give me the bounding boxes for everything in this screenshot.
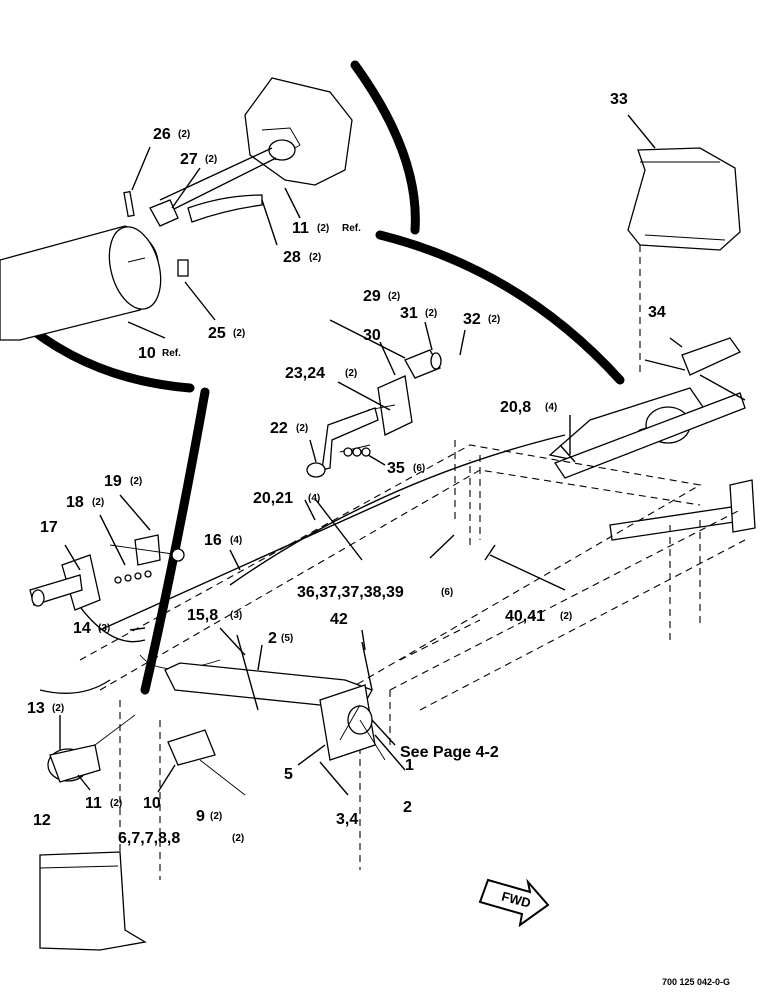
- callout-13: 13: [27, 700, 45, 717]
- qty-13: (2): [52, 703, 64, 714]
- callout-9: 9: [196, 808, 205, 825]
- qty-9: (2): [210, 811, 222, 822]
- qty-6-8: (2): [232, 833, 244, 844]
- callout-42: 42: [330, 611, 348, 628]
- callout-19: 19: [104, 473, 122, 490]
- qty-11-lower: (2): [110, 798, 122, 809]
- qty-31: (2): [425, 308, 437, 319]
- qty-23-24: (2): [345, 368, 357, 379]
- detail-small-parts: [123, 190, 263, 277]
- callout-10-detail: 10: [138, 345, 156, 362]
- callout-2-upper: 2: [268, 630, 277, 647]
- callout-16: 16: [204, 532, 222, 549]
- callout-28: 28: [283, 249, 301, 266]
- upper-bracket-group: [306, 349, 442, 478]
- detail-leaders: [127, 146, 301, 339]
- qty-20-8-upper: (4): [545, 402, 557, 413]
- qty-20-21: (4): [308, 493, 320, 504]
- callout-35: 35: [387, 460, 405, 477]
- callout-31: 31: [400, 305, 418, 322]
- callout-25: 25: [208, 325, 226, 342]
- callout-27: 27: [180, 151, 198, 168]
- callout-15-8: 15,8: [187, 607, 218, 624]
- qty-36-39: (6): [441, 587, 453, 598]
- qty-2: (5): [281, 633, 293, 644]
- qty-32: (2): [488, 314, 500, 325]
- callout-11-detail: 11: [292, 220, 309, 237]
- callout-20-8-upper: 20,8: [500, 399, 531, 416]
- detail-circle-outline: [15, 60, 625, 695]
- ref-10-detail: Ref.: [162, 348, 181, 359]
- ref-11-detail: Ref.: [342, 223, 361, 234]
- callout-40-41: 40,41: [505, 608, 545, 625]
- callout-3-4: 3,4: [336, 811, 358, 828]
- qty-35: (6): [413, 463, 425, 474]
- main-lever-assembly: [164, 662, 386, 761]
- qty-18: (2): [92, 497, 104, 508]
- callout-14: 14: [73, 620, 91, 637]
- qty-40-41: (2): [560, 611, 572, 622]
- qty-15-8: (3): [230, 610, 242, 621]
- callout-labels: 33 34 26 (2) 27 (2) 11 (2) Ref. 28 (2) 2…: [27, 91, 730, 987]
- qty-19: (2): [130, 476, 142, 487]
- callout-20-21: 20,21: [253, 490, 293, 507]
- fwd-label: FWD: [500, 889, 532, 911]
- callout-22: 22: [270, 420, 288, 437]
- qty-26: (2): [178, 129, 190, 140]
- lower-left-assembly: [39, 679, 246, 796]
- callout-23-24: 23,24: [285, 365, 325, 382]
- callout-36-39: 36,37,37,38,39: [297, 584, 404, 601]
- qty-27: (2): [205, 154, 217, 165]
- shield-33: [627, 114, 741, 375]
- main-leaders: [59, 319, 686, 796]
- callout-17: 17: [40, 519, 58, 536]
- drawing-number: 700 125 042-0-G: [662, 977, 730, 987]
- detail-tube: [0, 225, 162, 341]
- qty-29: (2): [388, 291, 400, 302]
- callout-12: 12: [33, 812, 51, 829]
- right-drive-assembly: [548, 337, 756, 541]
- fasteners: [236, 444, 576, 711]
- callout-26: 26: [153, 126, 171, 143]
- qty-25: (2): [233, 328, 245, 339]
- see-page-note: See Page 4-2: [400, 744, 499, 761]
- callout-11-lower: 11: [85, 795, 102, 812]
- callout-30: 30: [363, 327, 381, 344]
- qty-16: (4): [230, 535, 242, 546]
- detail-gearbox: [159, 77, 353, 213]
- callout-6-8: 6,7,7,8,8: [118, 830, 180, 847]
- qty-22: (2): [296, 423, 308, 434]
- callout-33: 33: [610, 91, 628, 108]
- callout-32: 32: [463, 311, 481, 328]
- left-bracket-group: [29, 534, 185, 611]
- qty-28: (2): [309, 252, 321, 263]
- qty-14: (3): [98, 623, 110, 634]
- callout-18: 18: [66, 494, 84, 511]
- shield-12: [39, 851, 147, 951]
- callout-34: 34: [648, 304, 666, 321]
- callout-10-lower: 10: [143, 795, 161, 812]
- frame-outline: [79, 440, 746, 880]
- callout-1: 1: [405, 757, 414, 774]
- qty-11-detail: (2): [317, 223, 329, 234]
- forward-arrow-icon: FWD: [478, 878, 550, 928]
- callout-5: 5: [284, 766, 293, 783]
- callout-2-lower: 2: [403, 799, 412, 816]
- callout-29: 29: [363, 288, 381, 305]
